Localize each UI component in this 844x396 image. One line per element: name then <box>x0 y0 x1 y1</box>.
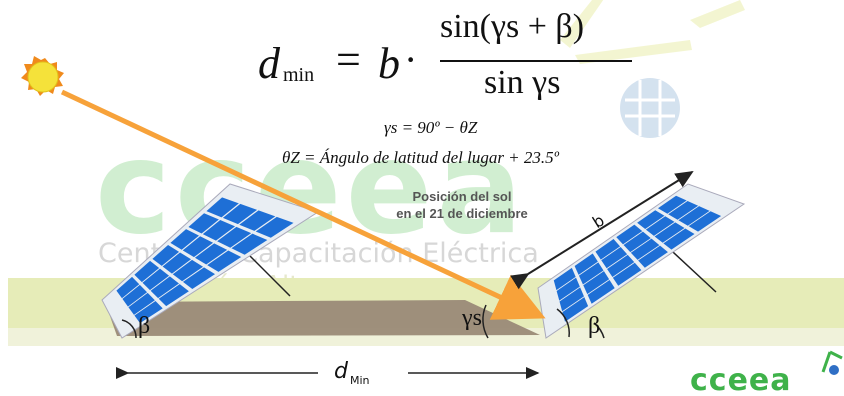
formula-b: b <box>378 39 400 88</box>
beta-right-label: β <box>588 313 600 339</box>
left-panel-cell <box>231 233 268 255</box>
left-panel-cell <box>188 213 219 234</box>
beta-right-arc <box>556 308 570 338</box>
left-panel-cell <box>128 292 155 315</box>
panel-length-label: b <box>589 210 608 231</box>
gamma-arc <box>482 304 489 339</box>
watermark-solar-icon <box>620 78 680 138</box>
watermark-windmill-icon <box>560 0 745 64</box>
sun-icon <box>21 56 64 96</box>
right-panel-cell <box>559 287 584 312</box>
right-panel-cell <box>562 297 589 322</box>
left-panel-cell <box>182 267 216 289</box>
formula-numerator: sin(γs + β) <box>440 8 585 45</box>
formula-denominator: sin γs <box>484 64 561 101</box>
left-panel-cell <box>134 260 160 283</box>
left-panel-cell <box>150 276 179 299</box>
sun-position-caption: Posición del sol en el 21 de diciembre <box>362 188 562 222</box>
left-panel-cell <box>222 203 258 225</box>
formula-lhs-sub: min <box>283 64 315 86</box>
cceea-logo: cceea <box>690 350 843 396</box>
logo-windmill-icon <box>821 350 843 375</box>
caption-line-1: Posición del sol <box>412 189 512 204</box>
left-panel-cell <box>152 245 180 266</box>
left-panel-cell <box>116 276 140 299</box>
left-panel-cell <box>142 268 170 291</box>
left-panel-cell <box>122 284 148 307</box>
panel-length-arrow <box>510 170 694 290</box>
left-solar-panel <box>101 183 320 339</box>
left-panel-cell <box>217 226 252 248</box>
equation-theta: θZ = Ángulo de latitud del lugar + 23.5º <box>282 148 559 167</box>
left-panel-cell <box>194 243 228 265</box>
panel-shadow <box>105 300 540 336</box>
formula-lhs: d <box>258 39 280 88</box>
left-panel-cell <box>158 284 189 307</box>
left-panel-cell <box>206 197 239 218</box>
left-panel-cell <box>170 229 199 250</box>
left-panel-cell <box>134 300 163 324</box>
distance-label-sub: Min <box>350 374 370 387</box>
beta-left-arc <box>121 319 137 339</box>
formula-equals: = <box>336 35 361 84</box>
left-panel-cell <box>255 216 294 238</box>
formula-fraction-bar <box>440 60 632 62</box>
left-panel-cell <box>239 210 276 231</box>
gamma-s-label: γs <box>461 305 482 331</box>
formula-dot: · <box>404 37 418 82</box>
caption-line-2: en el 21 de diciembre <box>396 206 528 221</box>
distance-label: d <box>334 359 349 384</box>
sun-ray-arrow <box>60 89 546 320</box>
svg-text:cceea: cceea <box>690 363 792 396</box>
left-panel-cell <box>182 236 214 258</box>
left-panel-cell <box>207 250 242 272</box>
beta-left-label: β <box>138 313 150 339</box>
equation-gamma: γs = 90º − θZ <box>384 118 478 137</box>
left-panel-cell <box>172 259 204 282</box>
right-panel-cell <box>688 211 722 232</box>
beta-right-arc-outer <box>593 322 605 339</box>
left-panel-cell <box>202 220 236 241</box>
left-panel-cell <box>162 252 192 274</box>
